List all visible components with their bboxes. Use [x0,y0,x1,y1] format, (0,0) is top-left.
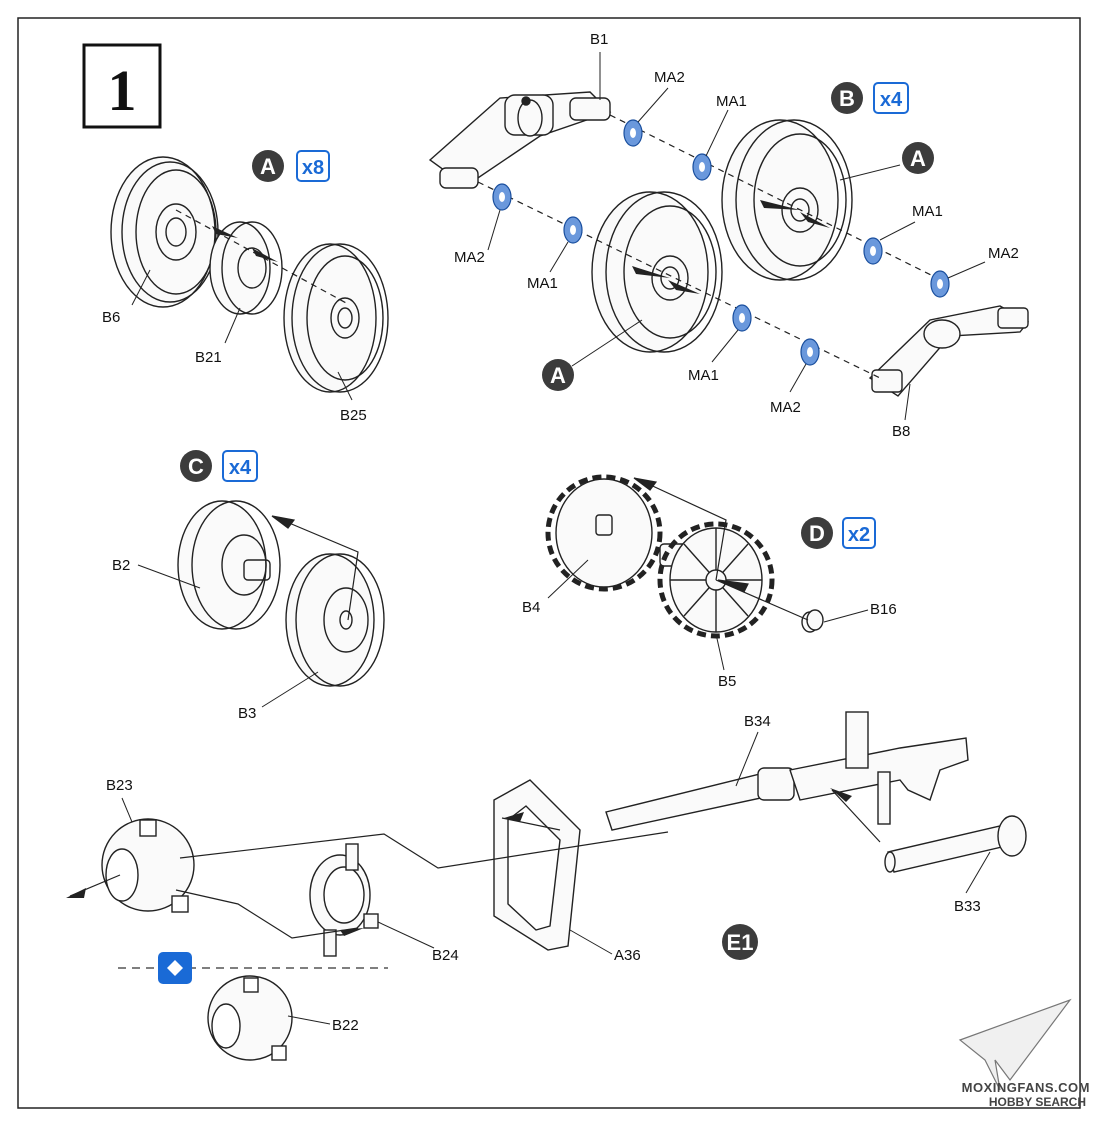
part-b1-arm [428,91,612,189]
part-b-wheel-front [591,191,723,353]
part-b34-gun [605,711,969,831]
part-b21-ring [209,221,283,315]
part-b-wheel-rear [721,119,853,281]
assembly-a-badge: A x8 [252,150,330,182]
label-b23: B23 [106,777,133,794]
assembly-b-arrows [632,200,830,294]
assembly-c-guide [271,515,359,621]
page-frame [17,17,1081,1109]
label-b34: B34 [744,713,771,730]
assembly-e1-badge: E1 [722,924,758,960]
label-ma1-bottom: MA1 [688,367,719,384]
label-ma1-right: MA1 [912,203,943,220]
label-b16: B16 [870,601,897,618]
part-b22-ball [207,975,293,1061]
label-ma1-left: MA1 [527,275,558,292]
alternative-divider [118,952,388,984]
callout-a-right: A [902,142,934,174]
label-a36: A36 [614,947,641,964]
label-ma2-bottom: MA2 [770,399,801,416]
badge-b-multiplier: x4 [880,89,903,111]
label-b3: B3 [238,705,256,722]
assembly-b-guides [477,114,946,379]
part-b24-ring [309,843,379,957]
assembly-b-badge: B x4 [831,82,909,114]
label-b5: B5 [718,673,736,690]
badge-c-multiplier: x4 [229,457,252,479]
part-b6-wheel [110,156,219,308]
part-b33-scope [884,815,1027,873]
step-number: 1 [108,58,137,123]
label-b22: B22 [332,1017,359,1034]
label-ma1-top: MA1 [716,93,747,110]
label-b24: B24 [432,947,459,964]
assembly-e1-arrows [66,788,852,936]
label-b6: B6 [102,309,120,326]
assembly-a-guide [175,209,349,305]
assembly-c-leaders [137,564,319,708]
badge-d-multiplier: x2 [848,524,870,546]
badge-e1-letter: E1 [727,930,754,955]
svg-text:A: A [910,146,926,171]
label-b2: B2 [112,557,130,574]
badge-a-multiplier: x8 [302,157,324,179]
label-b8: B8 [892,423,910,440]
label-ma2-right: MA2 [988,245,1019,262]
assembly-d-guides [633,477,809,621]
label-b4: B4 [522,599,540,616]
part-a36-mount [493,779,581,951]
watermark-line2: HOBBY SEARCH [989,1095,1086,1109]
label-ma2-left: MA2 [454,249,485,266]
step-box: 1 [82,43,162,129]
badge-a-letter: A [260,154,276,179]
label-b21: B21 [195,349,222,366]
washers-ma [492,119,950,366]
badge-c-letter: C [188,454,204,479]
assembly-d-leaders [547,559,869,671]
watermark: MOXINGFANS.COM HOBBY SEARCH [958,998,1090,1109]
part-b8-arm [868,305,1030,397]
badge-d-letter: D [809,521,825,546]
part-b25-wheel [283,243,389,393]
assembly-e1-guides [69,789,881,939]
svg-text:A: A [550,363,566,388]
assembly-a-leaders [131,269,353,401]
watermark-line1: MOXINGFANS.COM [962,1080,1090,1095]
assembly-e1-leaders [121,731,991,1025]
badge-b-letter: B [839,86,855,111]
washer-holes [499,128,943,357]
label-b33: B33 [954,898,981,915]
assembly-c-badge: C x4 [180,450,258,482]
part-b23-ball [101,818,195,913]
assembly-b-leaders [487,52,986,421]
part-b16-cap [801,609,824,633]
callout-a-left: A [542,359,574,391]
part-b2-idler [177,500,281,630]
label-ma2-top: MA2 [654,69,685,86]
label-b1: B1 [590,31,608,48]
part-b4-sprocket [545,474,663,592]
label-b25: B25 [340,407,367,424]
part-b3-idler [285,553,385,687]
assembly-d-badge: D x2 [801,517,876,549]
